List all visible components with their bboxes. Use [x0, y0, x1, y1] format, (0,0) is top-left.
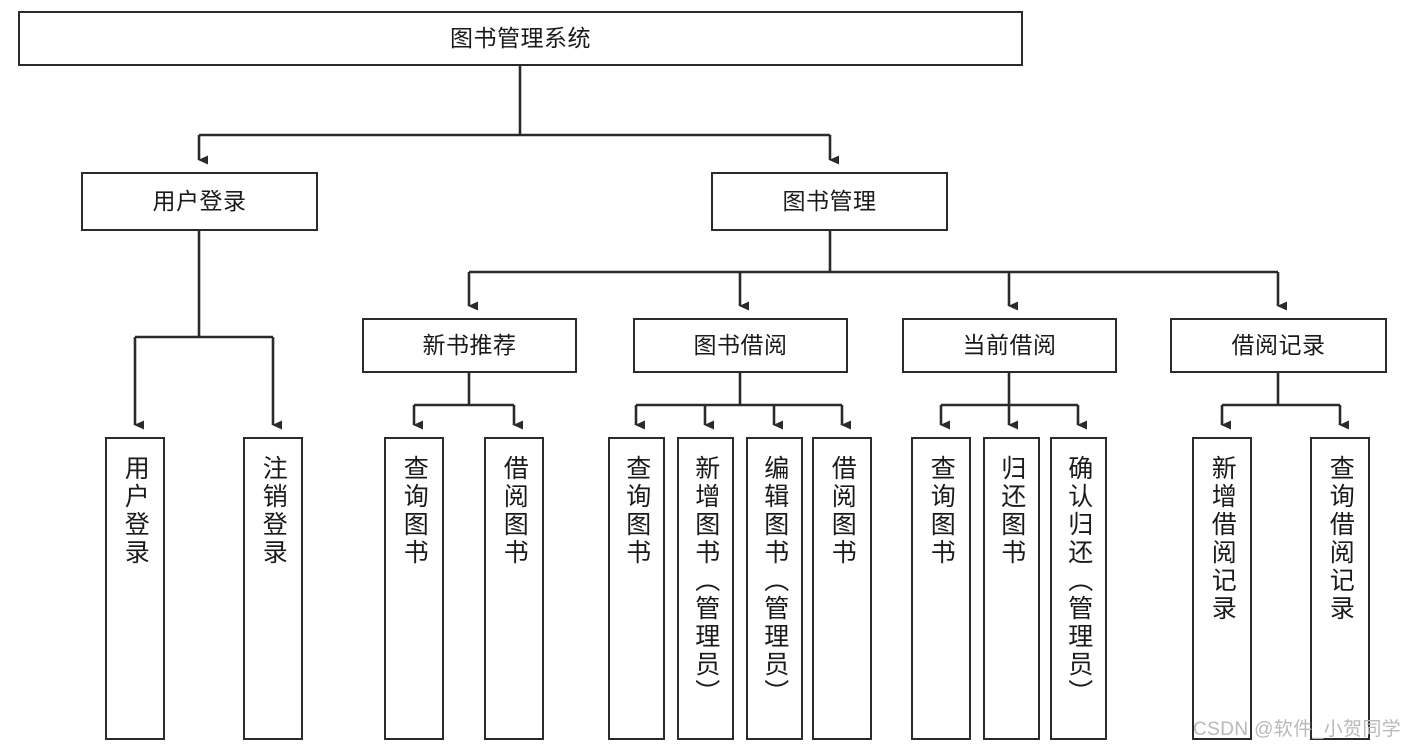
node-user-login[interactable]: 用户登录: [81, 172, 318, 231]
leaf-current-borrow-confirm-return-admin[interactable]: 确认归还（管理员）: [1050, 437, 1107, 740]
node-label: 借阅图书: [828, 455, 857, 567]
leaf-book-borrow-query-books[interactable]: 查询图书: [608, 437, 665, 740]
leaf-current-borrow-return-books[interactable]: 归还图书: [983, 437, 1040, 740]
node-label: 确认归还（管理员）: [1064, 455, 1093, 707]
leaf-borrow-record-query-record[interactable]: 查询借阅记录: [1310, 437, 1370, 740]
node-label: 借阅图书: [500, 455, 529, 567]
node-label: 图书借阅: [693, 331, 788, 358]
node-label: 用户登录: [152, 187, 247, 214]
watermark-text: CSDN @软件_小贺同学: [1193, 719, 1402, 740]
node-label: 查询图书: [622, 455, 651, 567]
leaf-new-book-borrow-books[interactable]: 借阅图书: [484, 437, 544, 740]
node-label: 当前借阅: [962, 331, 1057, 358]
node-label: 用户登录: [121, 455, 150, 567]
node-label: 图书管理: [782, 187, 877, 214]
node-label: 借阅记录: [1231, 331, 1326, 358]
node-label: 新增图书（管理员）: [691, 455, 720, 707]
leaf-book-borrow-edit-book-admin[interactable]: 编辑图书（管理员）: [746, 437, 803, 740]
leaf-new-book-query-books[interactable]: 查询图书: [384, 437, 444, 740]
node-label: 新增借阅记录: [1208, 455, 1237, 623]
node-borrow-record[interactable]: 借阅记录: [1170, 318, 1387, 373]
node-label: 归还图书: [997, 455, 1026, 567]
node-label: 注销登录: [259, 455, 288, 567]
leaf-current-borrow-query-books[interactable]: 查询图书: [911, 437, 971, 740]
node-current-borrow[interactable]: 当前借阅: [902, 318, 1117, 373]
leaf-book-borrow-add-book-admin[interactable]: 新增图书（管理员）: [677, 437, 734, 740]
node-label: 查询图书: [927, 455, 956, 567]
node-label: 图书管理系统: [450, 24, 591, 51]
node-root-book-management-system[interactable]: 图书管理系统: [18, 11, 1023, 66]
node-label: 查询借阅记录: [1326, 455, 1355, 623]
leaf-user-login-logout[interactable]: 注销登录: [243, 437, 303, 740]
node-book-management[interactable]: 图书管理: [711, 172, 948, 231]
leaf-borrow-record-add-record[interactable]: 新增借阅记录: [1192, 437, 1252, 740]
node-label: 编辑图书（管理员）: [760, 455, 789, 707]
leaf-user-login-login[interactable]: 用户登录: [105, 437, 165, 740]
node-new-book-recommend[interactable]: 新书推荐: [362, 318, 577, 373]
node-label: 查询图书: [400, 455, 429, 567]
node-label: 新书推荐: [422, 331, 517, 358]
node-book-borrow[interactable]: 图书借阅: [633, 318, 848, 373]
leaf-book-borrow-borrow-books[interactable]: 借阅图书: [812, 437, 872, 740]
